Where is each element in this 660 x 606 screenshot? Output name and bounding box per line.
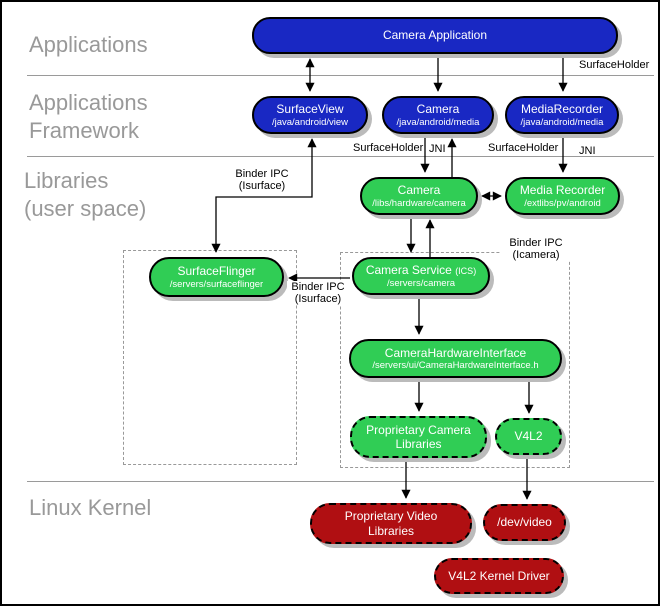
layer-label-libraries: Libraries (user space) — [24, 167, 164, 222]
divider-kernel — [27, 481, 654, 482]
node-title: Proprietary Video Libraries — [344, 509, 438, 538]
node-title: MediaRecorder — [520, 102, 604, 117]
node-subtitle: /java/android/media — [520, 116, 604, 128]
dashed-container-surfaceflinger-process — [123, 250, 297, 465]
layer-label-line: Libraries — [24, 168, 109, 193]
node-camera-service: Camera Service (ICS) /servers/camera — [352, 257, 490, 295]
node-subtitle: /servers/surfaceflinger — [169, 278, 264, 290]
node-subtitle: /java/android/view — [271, 116, 349, 128]
edge-label-surfaceholder-camera: SurfaceHolder — [353, 142, 424, 154]
node-title: Media Recorder — [519, 183, 606, 198]
node-subtitle: /libs/hardware/camera — [372, 197, 466, 209]
node-proprietary-video-libraries: Proprietary Video Libraries — [310, 503, 472, 544]
dashed-container-camera-service-process — [340, 252, 570, 468]
node-surfaceflinger: SurfaceFlinger /servers/surfaceflinger — [149, 257, 284, 297]
edge-label-surfaceholder-mediarecorder: SurfaceHolder — [488, 142, 559, 154]
node-proprietary-camera-libraries: Proprietary Camera Libraries — [350, 416, 487, 458]
edge-label-jni-camera: JNI — [429, 143, 446, 155]
node-subtitle: /servers/ui/CameraHardwareInterface.h — [372, 360, 539, 371]
node-dev-video: /dev/video — [483, 504, 566, 541]
edge-label-jni-mediarecorder: JNI — [579, 145, 596, 157]
layer-label-linux-kernel: Linux Kernel — [29, 495, 152, 520]
node-title: Camera — [416, 102, 460, 117]
layer-label-line: (user space) — [24, 195, 147, 221]
node-title: CameraHardwareInterface — [384, 345, 527, 360]
edge-label-surfaceholder-top: SurfaceHolder — [579, 59, 650, 71]
edge-label-binder-ipc-isurface-top: Binder IPC (Isurface) — [226, 168, 298, 192]
node-subtitle: /java/android/media — [396, 116, 480, 128]
node-title: V4L2 Kernel Driver — [448, 568, 550, 583]
divider-applications — [27, 75, 654, 76]
layer-label-applications-framework: Applications Framework — [29, 89, 169, 144]
divider-framework — [27, 156, 654, 157]
node-title: V4L2 — [514, 429, 543, 444]
node-title-text: Camera Service — [365, 263, 452, 278]
node-camera-java: Camera /java/android/media — [382, 96, 494, 134]
layer-label-applications: Applications — [29, 32, 148, 57]
node-v4l2: V4L2 — [495, 418, 562, 455]
node-camera-hardware-interface: CameraHardwareInterface /servers/ui/Came… — [349, 339, 562, 378]
node-title-suffix: (ICS) — [455, 266, 477, 277]
node-title: Camera Application — [382, 28, 488, 43]
edge-label-binder-ipc-isurface-mid: Binder IPC (Isurface) — [287, 281, 349, 305]
node-title: Camera Service (ICS) — [366, 263, 476, 277]
node-subtitle: /servers/camera — [386, 277, 456, 289]
node-surfaceview: SurfaceView /java/android/view — [252, 96, 368, 134]
node-v4l2-kernel-driver: V4L2 Kernel Driver — [434, 558, 564, 594]
edge-label-line: Binder IPC — [509, 237, 563, 249]
edge-label-line: (Icamera) — [512, 249, 560, 261]
node-mediarecorder-java: MediaRecorder /java/android/media — [505, 96, 619, 134]
edge-label-line: Binder IPC — [291, 281, 345, 293]
edge-label-line: Binder IPC — [235, 168, 289, 180]
layer-label-line: Applications — [29, 90, 148, 115]
node-camera-lib: Camera /libs/hardware/camera — [360, 177, 478, 215]
node-title: SurfaceView — [276, 102, 344, 117]
edge-label-binder-ipc-icamera: Binder IPC (Icamera) — [500, 237, 572, 261]
node-title: Camera — [397, 183, 441, 198]
node-title: Proprietary Camera Libraries — [366, 422, 471, 451]
edge-label-line: (Isurface) — [294, 293, 342, 305]
layer-label-line: Framework — [29, 117, 140, 143]
node-title: /dev/video — [497, 515, 552, 530]
node-media-recorder-lib: Media Recorder /extlibs/pv/android — [505, 177, 620, 215]
node-title: SurfaceFlinger — [177, 264, 256, 279]
node-subtitle: /extlibs/pv/android — [524, 197, 601, 209]
edge-label-line: (Isurface) — [238, 180, 286, 192]
node-camera-application: Camera Application — [252, 17, 618, 54]
